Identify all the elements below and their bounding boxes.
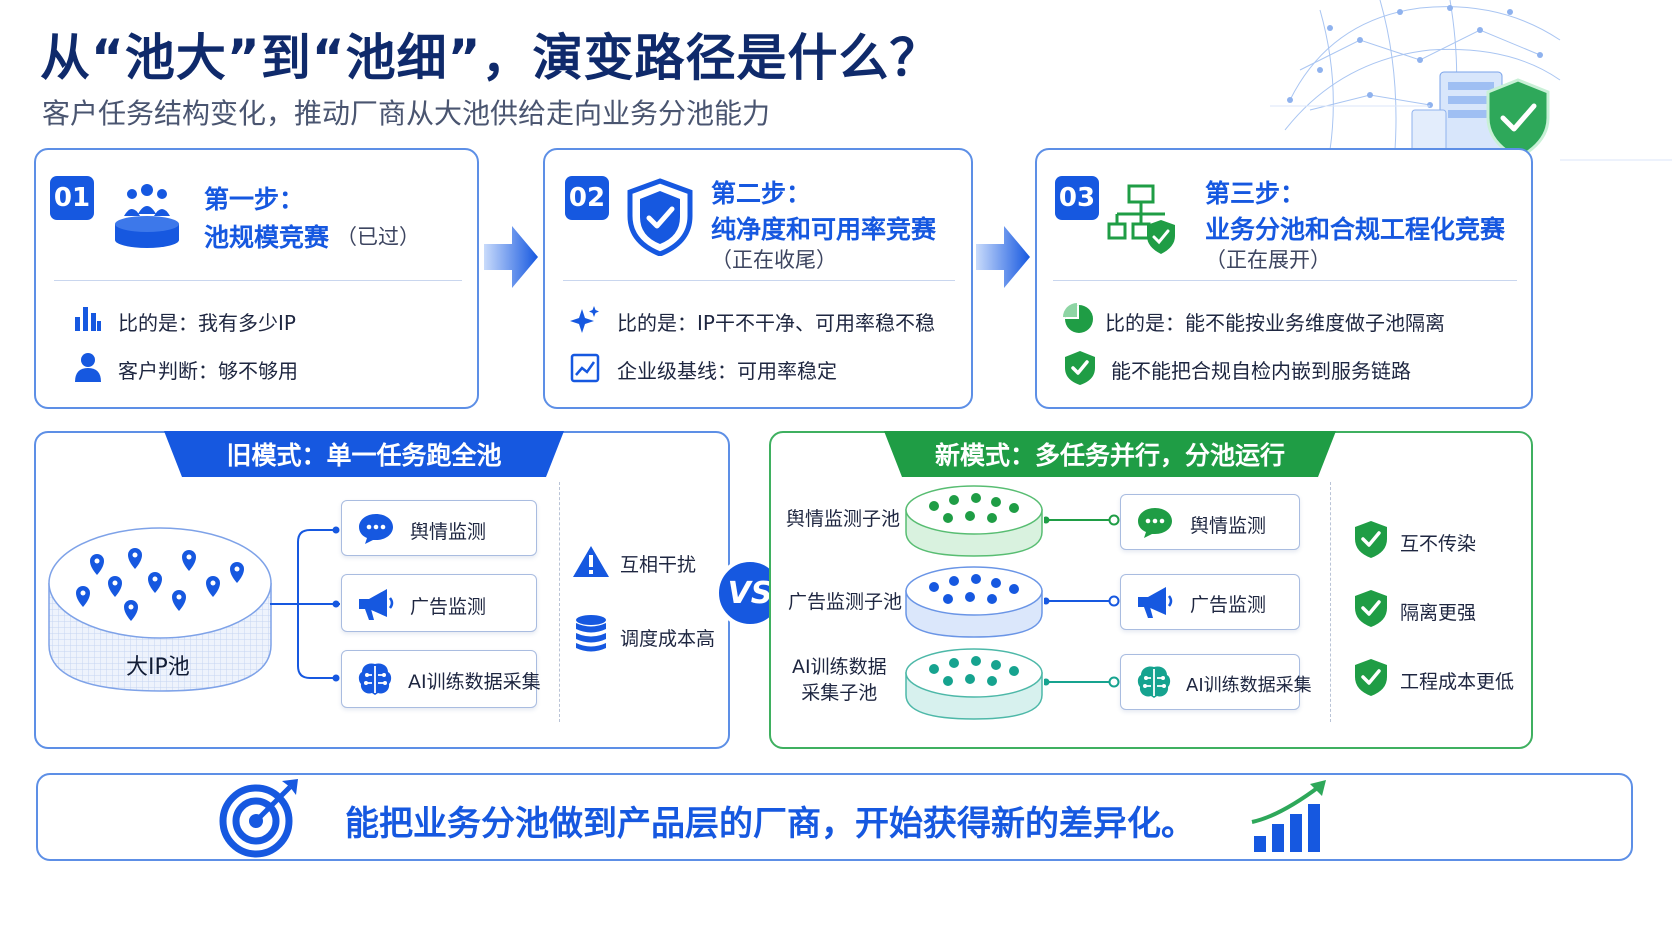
chat-bubble-icon	[359, 514, 393, 544]
step-1-name: 池规模竞赛	[204, 223, 330, 252]
new-task-label-1: 舆情监测	[1190, 515, 1267, 537]
step-1-card: 01 第一步： 池规模竞赛 （已过） 比的是：我有多少IP 客户判断：够不够用	[34, 148, 479, 409]
step-3-note: （正在展开）	[1205, 248, 1331, 272]
step-2-card: 02 第二步： 纯净度和可用率竞赛 （正在收尾） 比的是：IP干不干净、可用率稳…	[543, 148, 973, 409]
group-pool-icon	[115, 184, 179, 248]
old-mode-divider	[559, 482, 560, 722]
big-ip-pool-label: 大IP池	[126, 655, 190, 680]
step-2-label: 第二步：	[711, 179, 812, 208]
trend-chart-icon	[570, 353, 600, 383]
step-1-row-2: 客户判断：够不够用	[118, 359, 298, 383]
old-mode-header-bg	[164, 431, 564, 477]
new-mode-title: 新模式：多任务并行，分池运行	[934, 441, 1285, 470]
old-task-label-1: 舆情监测	[410, 521, 487, 543]
bar-chart-icon	[75, 307, 101, 331]
shield-check-icon	[1355, 590, 1387, 627]
chat-bubble-icon	[1138, 508, 1172, 538]
step-3-label: 第三步：	[1205, 179, 1306, 208]
subpool-label-3: AI训练数据 采集子池	[792, 656, 887, 704]
shield-check-icon	[1355, 521, 1387, 558]
new-mode-header-bg	[884, 431, 1336, 477]
next-step-arrow-icon	[976, 226, 1030, 288]
step-2-name: 纯净度和可用率竞赛	[711, 215, 937, 244]
big-ip-pool-icon	[48, 527, 272, 692]
step-2-row-1: 比的是：IP干不干净、可用率稳不稳	[617, 311, 935, 335]
step-2-divider	[563, 280, 955, 281]
step-2-number: 02	[565, 176, 609, 220]
subpool-ai-data-icon	[905, 648, 1043, 720]
step-3-row-1: 比的是：能不能按业务维度做子池隔离	[1105, 311, 1445, 335]
shield-check-icon	[1355, 659, 1387, 696]
pie-chart-icon	[1063, 303, 1093, 333]
org-structure-icon	[1107, 184, 1175, 254]
target-icon	[219, 779, 298, 858]
sparkle-icon	[570, 306, 599, 333]
next-step-arrow-icon	[484, 226, 538, 288]
megaphone-icon	[359, 589, 394, 620]
subpool-label-2: 广告监测子池	[788, 591, 903, 613]
old-issue-2: 调度成本高	[620, 628, 716, 650]
warning-icon	[573, 546, 609, 577]
new-task-label-2: 广告监测	[1190, 594, 1267, 616]
new-task-label-3: AI训练数据采集	[1186, 675, 1312, 696]
vs-label: VS	[727, 575, 773, 611]
old-issue-1: 互相干扰	[620, 554, 697, 576]
database-icon	[576, 615, 606, 652]
step-3-number: 03	[1055, 176, 1099, 220]
old-mode-connectors	[270, 526, 340, 682]
benefit-2: 隔离更强	[1400, 602, 1477, 624]
brain-circuit-icon	[1137, 666, 1171, 698]
subpool-ads-icon	[905, 566, 1043, 638]
step-1-row-1: 比的是：我有多少IP	[118, 311, 296, 335]
old-task-label-3: AI训练数据采集	[408, 671, 541, 693]
step-2-note: （正在收尾）	[711, 248, 837, 272]
user-icon	[75, 353, 101, 382]
conclusion-text: 能把业务分池做到产品层的厂商，开始获得新的差异化。	[345, 804, 1195, 844]
network-globe-illustration: ○○○○○	[1270, 0, 1672, 161]
step-3-divider	[1053, 280, 1517, 281]
growth-chart-icon	[1251, 780, 1326, 852]
subpool-sentiment-icon	[905, 485, 1043, 557]
benefit-1: 互不传染	[1400, 533, 1477, 555]
megaphone-icon	[1138, 587, 1173, 618]
step-3-card: 03 第三步： 业务分池和合规工程化竞赛 （正在展开） 比的是：能不能按业务维度…	[1035, 148, 1533, 409]
subpool-label-1: 舆情监测子池	[786, 508, 901, 530]
page-title: 从“池大”到“池细”，演变路径是什么？	[40, 29, 941, 87]
step-1-divider	[54, 280, 462, 281]
shield-check-icon	[627, 178, 693, 256]
step-2-row-2: 企业级基线：可用率稳定	[617, 359, 837, 383]
new-task-sentiment	[1120, 494, 1300, 550]
brain-circuit-icon	[358, 663, 392, 695]
new-mode-connectors	[1044, 514, 1120, 688]
old-mode-title: 旧模式：单一任务跑全池	[226, 441, 502, 470]
step-3-row-2: 能不能把合规自检内嵌到服务链路	[1111, 359, 1411, 383]
old-task-label-2: 广告监测	[410, 596, 487, 618]
step-1-label: 第一步：	[204, 185, 305, 214]
benefit-3: 工程成本更低	[1400, 671, 1515, 693]
step-1-note: （已过）	[336, 225, 420, 249]
page-subtitle: 客户任务结构变化，推动厂商从大池供给走向业务分池能力	[42, 97, 771, 130]
step-1-number: 01	[50, 176, 94, 220]
new-mode-divider	[1330, 482, 1331, 722]
shield-check-icon	[1065, 351, 1095, 385]
conclusion-bar	[36, 773, 1633, 861]
step-3-name: 业务分池和合规工程化竞赛	[1205, 215, 1506, 244]
